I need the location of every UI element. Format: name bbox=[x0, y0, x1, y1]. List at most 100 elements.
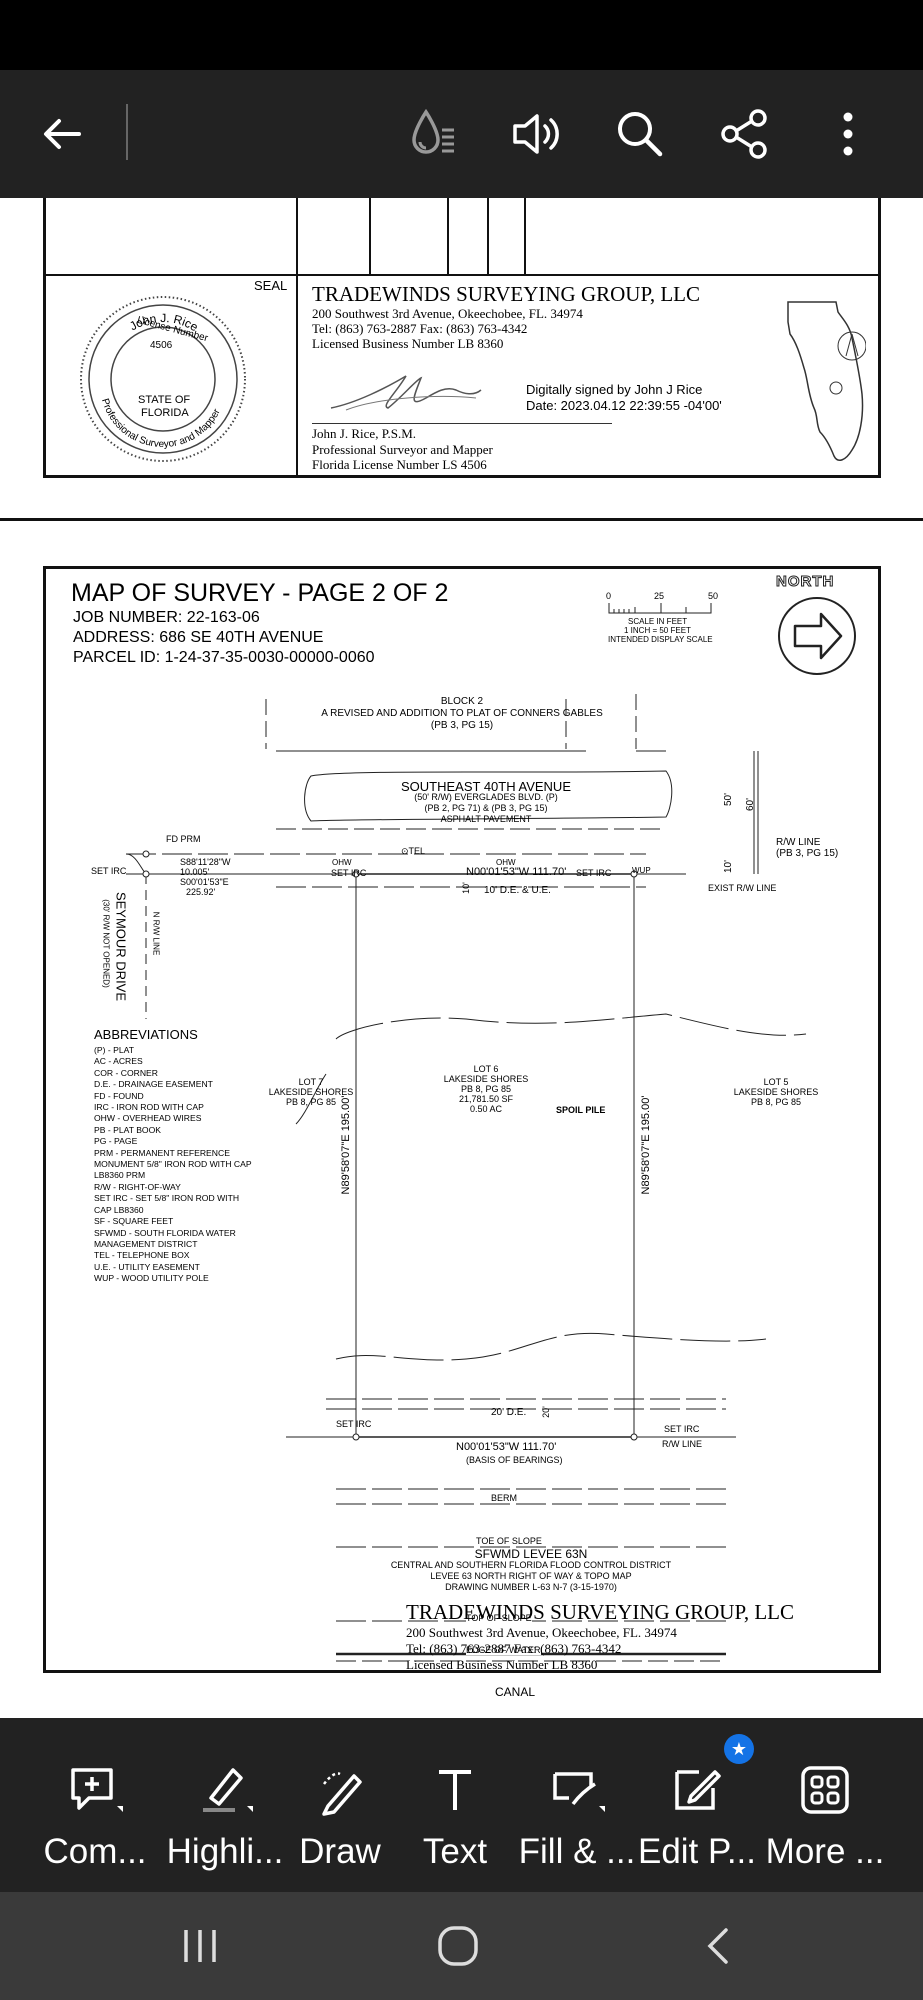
back-nav-button[interactable] bbox=[678, 1916, 758, 1976]
edit-pdf-tool[interactable]: Edit P... ★ bbox=[632, 1718, 762, 1892]
signer-title: Professional Surveyor and Mapper bbox=[312, 442, 493, 457]
seal-title: SEAL bbox=[254, 278, 288, 293]
abbreviation-item: U.E. - UTILITY EASEMENT bbox=[94, 1261, 200, 1272]
abbreviation-item: IRC - IRON ROD WITH CAP bbox=[94, 1102, 204, 1113]
recent-apps-button[interactable] bbox=[160, 1916, 240, 1976]
abbreviation-item: PG - PAGE bbox=[94, 1136, 138, 1147]
page2-footer: TRADEWINDS SURVEYING GROUP, LLC 200 Sout… bbox=[406, 1600, 794, 1672]
text-icon bbox=[425, 1760, 485, 1820]
liquid-mode-icon bbox=[412, 108, 454, 154]
map-address: ADDRESS: 686 SE 40TH AVENUE bbox=[73, 629, 324, 646]
seal-state: STATE OF bbox=[138, 394, 191, 406]
status-bar bbox=[0, 0, 923, 70]
south-boundary-bearing: N00'01'53"W 111.70' bbox=[456, 1441, 557, 1453]
company-address: 200 Southwest 3rd Avenue, Okeechobee, FL… bbox=[312, 306, 583, 321]
top-toolbar bbox=[0, 70, 923, 198]
abbreviation-item: CAP LB8360 bbox=[94, 1204, 144, 1215]
comment-icon bbox=[65, 1760, 125, 1820]
share-button[interactable] bbox=[704, 94, 784, 174]
job-number: JOB NUMBER: 22-163-06 bbox=[73, 609, 260, 626]
system-nav-bar bbox=[0, 1892, 923, 2000]
draw-pen-icon bbox=[310, 1760, 370, 1820]
company-name: TRADEWINDS SURVEYING GROUP, LLC bbox=[312, 282, 700, 306]
seymour-drive-label: SEYMOUR DRIVE (30' R/W NOT OPENED) bbox=[101, 891, 129, 1002]
read-aloud-button[interactable] bbox=[495, 94, 575, 174]
page-separator bbox=[0, 518, 923, 521]
home-button[interactable] bbox=[418, 1916, 498, 1976]
arrow-left-icon bbox=[44, 119, 81, 149]
road-label: SOUTHEAST 40TH AVENUE (50' R/W) EVERGLAD… bbox=[400, 779, 571, 824]
abbreviation-item: WUP - WOOD UTILITY POLE bbox=[94, 1273, 209, 1284]
north-arrow-icon bbox=[777, 596, 857, 676]
more-options-button[interactable] bbox=[808, 94, 888, 174]
signer-name: John J. Rice, P.S.M. bbox=[312, 426, 417, 441]
abbreviation-item: (P) - PLAT bbox=[94, 1045, 134, 1055]
back-button[interactable] bbox=[22, 94, 102, 174]
map-title: MAP OF SURVEY - PAGE 2 OF 2 bbox=[71, 579, 449, 607]
abbreviation-item: MANAGEMENT DISTRICT bbox=[94, 1238, 198, 1249]
abbreviation-item: SFWMD - SOUTH FLORIDA WATER bbox=[94, 1227, 236, 1238]
text-tool[interactable]: Text bbox=[410, 1718, 500, 1892]
liquid-mode-button[interactable] bbox=[392, 94, 472, 174]
rw-line-label: R/W LINE(PB 3, PG 15) bbox=[776, 837, 839, 859]
signature-image bbox=[326, 368, 486, 418]
abbreviation-item: AC - ACRES bbox=[94, 1056, 143, 1067]
company-license: Licensed Business Number LB 8360 bbox=[312, 336, 504, 351]
scale-bar: 0 25 50 SCALE IN FEET 1 INCH = 50 FEET I… bbox=[606, 591, 719, 644]
abbreviation-item: SET IRC - SET 5/8" IRON ROD WITH bbox=[94, 1193, 240, 1204]
abbreviation-item: SF - SQUARE FEET bbox=[94, 1216, 174, 1227]
drainage-easement-top: 10' D.E. & U.E. bbox=[484, 885, 551, 896]
pdf-page-1: SEAL John J. Rice Professional Surveyor … bbox=[43, 198, 881, 478]
draw-tool[interactable]: Draw bbox=[295, 1718, 385, 1892]
fill-sign-tool[interactable]: Fill & ... bbox=[512, 1718, 642, 1892]
abbreviation-item: D.E. - DRAINAGE EASEMENT bbox=[94, 1079, 213, 1090]
highlight-tool[interactable]: Highli... bbox=[160, 1718, 290, 1892]
highlighter-icon bbox=[195, 1760, 255, 1820]
pdf-page-2: MAP OF SURVEY - PAGE 2 OF 2 JOB NUMBER: … bbox=[43, 566, 881, 1673]
abbreviation-item: FD - FOUND bbox=[94, 1090, 144, 1101]
divider bbox=[126, 104, 128, 160]
seal-florida: FLORIDA bbox=[141, 407, 189, 419]
more-grid-icon bbox=[795, 1760, 855, 1820]
abbreviations-title: ABBREVIATIONS bbox=[94, 1027, 198, 1042]
more-vertical-icon bbox=[843, 112, 853, 156]
seal-license-number: 4506 bbox=[150, 340, 173, 351]
recent-apps-icon bbox=[184, 1930, 216, 1962]
comment-tool[interactable]: Com... bbox=[30, 1718, 160, 1892]
canal-label: CANAL bbox=[495, 1685, 536, 1699]
digital-signed-by: Digitally signed by John J Rice bbox=[526, 382, 703, 397]
signer-license: Florida License Number LS 4506 bbox=[312, 457, 487, 472]
premium-star-badge: ★ bbox=[724, 1734, 754, 1764]
levee-label: SFWMD LEVEE 63N CENTRAL AND SOUTHERN FLO… bbox=[390, 1547, 672, 1592]
document-viewer[interactable]: SEAL John J. Rice Professional Surveyor … bbox=[0, 198, 923, 1718]
abbreviation-item: R/W - RIGHT-OF-WAY bbox=[94, 1181, 181, 1192]
west-boundary-bearing: N89'58'07"E 195.00' bbox=[340, 1095, 352, 1195]
north-label: NORTH bbox=[775, 573, 835, 591]
abbreviation-item: PRM - PERMANENT REFERENCE bbox=[94, 1147, 230, 1158]
abbreviation-item: TEL - TELEPHONE BOX bbox=[94, 1250, 190, 1261]
search-icon bbox=[618, 112, 663, 157]
abbreviation-item: COR - CORNER bbox=[94, 1067, 158, 1078]
company-phone: Tel: (863) 763-2887 Fax: (863) 763-4342 bbox=[312, 321, 528, 336]
spoil-pile-label: SPOIL PILE bbox=[556, 1105, 606, 1115]
professional-seal: John J. Rice Professional Surveyor and M… bbox=[78, 294, 248, 464]
abbreviation-item: MONUMENT 5/8" IRON ROD WITH CAP bbox=[94, 1159, 252, 1170]
north-boundary-bearing: N00'01'53"W 111.70' bbox=[466, 866, 567, 878]
abbreviation-item: LB8360 PRM bbox=[94, 1170, 146, 1181]
more-tools[interactable]: More ... bbox=[755, 1718, 895, 1892]
abbreviation-item: OHW - OVERHEAD WIRES bbox=[94, 1113, 202, 1124]
share-icon bbox=[721, 109, 767, 159]
bottom-toolbar: Com... Highli... Draw Text Fill & ... Ed… bbox=[0, 1718, 923, 1892]
east-boundary-bearing: N89'58'07"E 195.00' bbox=[640, 1095, 652, 1195]
parcel-id: PARCEL ID: 1-24-37-35-0030-00000-0060 bbox=[73, 649, 375, 666]
search-button[interactable] bbox=[600, 94, 680, 174]
fill-sign-icon bbox=[547, 1760, 607, 1820]
digital-signed-date: Date: 2023.04.12 22:39:55 -04'00' bbox=[526, 398, 722, 413]
florida-map-image bbox=[786, 298, 867, 468]
back-nav-icon bbox=[707, 1928, 728, 1964]
